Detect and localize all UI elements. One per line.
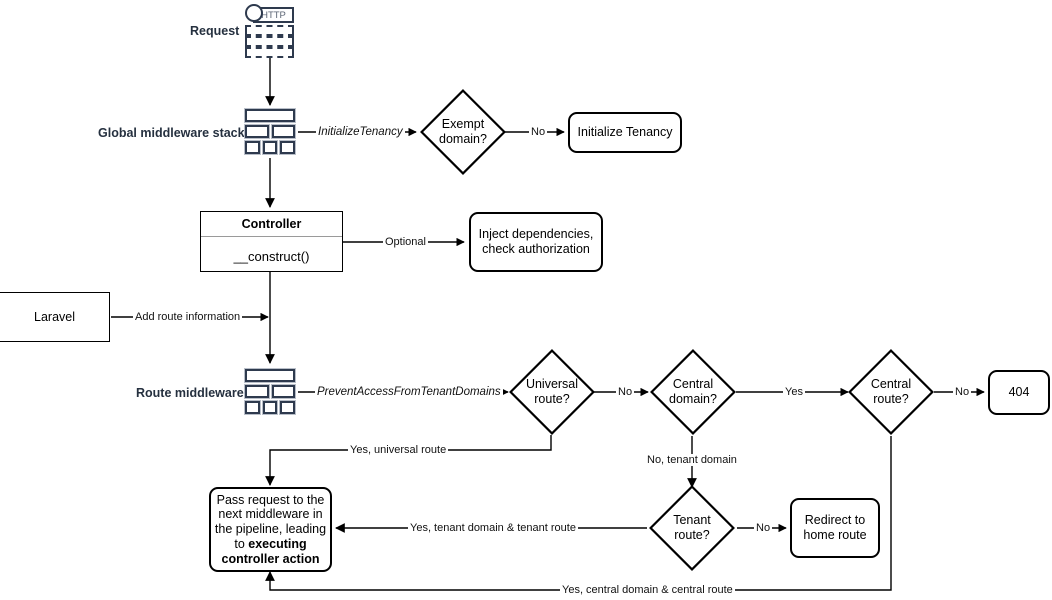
stack-cell (244, 368, 296, 383)
decision-universal-route[interactable]: Universal route? (509, 349, 595, 435)
node-inject-dependencies-line-1: Inject dependencies, (478, 227, 594, 242)
label-line: Exempt (441, 117, 485, 132)
label-line: Tenant (673, 513, 711, 528)
node-initialize-tenancy[interactable]: Initialize Tenancy (568, 112, 682, 153)
node-laravel-label: Laravel (34, 309, 75, 324)
edge-label-yes-central-domain-central-route: Yes, central domain & central route (560, 584, 735, 596)
diamond-shape (848, 349, 934, 435)
diamond-shape (649, 485, 735, 571)
decision-central-domain-label: Central domain? (669, 377, 717, 407)
node-initialize-tenancy-label: Initialize Tenancy (577, 125, 673, 140)
diamond-shape (420, 89, 506, 175)
edge-label-yes-universal-route: Yes, universal route (348, 444, 449, 456)
controller-construct-method: __construct() (233, 249, 310, 264)
node-pass-request-line-2: next middleware in (218, 507, 323, 522)
edge-label-no-tenant-route: No (754, 522, 773, 534)
node-pass-request-line-4-prefix: to (234, 536, 249, 551)
edge-label-initialize-tenancy: InitializeTenancy (316, 126, 405, 138)
stack-cell (244, 124, 270, 139)
node-redirect-home-route[interactable]: Redirect to home route (790, 498, 880, 558)
http-body-row-3 (245, 47, 294, 58)
stack-cell (261, 400, 279, 415)
node-404[interactable]: 404 (988, 370, 1050, 415)
caption-global-middleware-stack: Global middleware stack (98, 126, 245, 140)
stack-cell (279, 140, 297, 155)
stack-cell (244, 400, 261, 415)
decision-universal-route-label: Universal route? (526, 377, 578, 407)
node-inject-dependencies-line-2: check authorization (482, 242, 590, 256)
stack-cell (279, 400, 297, 415)
stack-row-bottom (244, 400, 297, 415)
edge-label-no-tenant-domain: No, tenant domain (645, 454, 739, 466)
stack-row-bottom (244, 140, 297, 155)
label-line: route? (873, 392, 909, 406)
edge-label-add-route-information: Add route information (133, 311, 243, 323)
node-404-label: 404 (1008, 385, 1030, 400)
label-line: Central (672, 377, 714, 392)
stack-row-middle (244, 384, 296, 399)
stack-cell (244, 140, 261, 155)
label-line: domain? (439, 132, 487, 146)
node-pass-request[interactable]: Pass request to the next middleware in t… (209, 487, 332, 572)
label-line: domain? (669, 392, 717, 406)
label-line: route? (534, 392, 570, 406)
http-label-box: HTTP (253, 7, 294, 23)
stack-row-middle (244, 124, 296, 139)
stack-cell (244, 108, 296, 123)
caption-route-middleware: Route middleware (136, 386, 244, 400)
decision-central-route[interactable]: Central route? (848, 349, 934, 435)
decision-central-domain[interactable]: Central domain? (650, 349, 736, 435)
edge-label-no-central-route: No (953, 386, 972, 398)
decision-exempt-domain[interactable]: Exempt domain? (420, 89, 506, 175)
node-laravel[interactable]: Laravel (0, 292, 110, 342)
decision-central-route-label: Central route? (871, 377, 911, 407)
edge-label-no-exempt-domain: No (529, 126, 548, 138)
route-middleware-stack-icon (244, 368, 297, 417)
label-line: Central (870, 377, 912, 392)
http-body-row-2 (245, 36, 294, 47)
http-request-icon: HTTP (245, 4, 297, 58)
diamond-shape (650, 349, 736, 435)
stack-row-top (244, 108, 296, 123)
node-pass-request-bold-2: controller action (221, 551, 320, 566)
http-body-row-1 (245, 25, 294, 36)
edge-label-yes-tenant-domain-tenant-route: Yes, tenant domain & tenant route (408, 522, 578, 534)
label-line: Universal (525, 377, 579, 392)
node-redirect-home-route-line-2: home route (803, 528, 867, 542)
node-controller[interactable]: Controller __construct() (200, 211, 343, 272)
stack-cell (270, 124, 296, 139)
node-inject-dependencies[interactable]: Inject dependencies, check authorization (469, 212, 603, 272)
stack-row-top (244, 368, 296, 383)
decision-tenant-route-label: Tenant route? (673, 513, 711, 543)
caption-request: Request (190, 24, 240, 38)
node-redirect-home-route-line-1: Redirect to (804, 513, 866, 528)
node-pass-request-bold-1: executing (248, 536, 307, 551)
stack-cell (270, 384, 296, 399)
edge-label-prevent-access-from-tenant-domains: PreventAccessFromTenantDomains (315, 386, 503, 398)
decision-tenant-route[interactable]: Tenant route? (649, 485, 735, 571)
edge-label-yes-central-domain: Yes (783, 386, 805, 398)
label-line: route? (674, 528, 710, 542)
http-circle-icon (245, 4, 263, 22)
decision-exempt-domain-label: Exempt domain? (439, 117, 487, 147)
edge-label-no-universal-route: No (616, 386, 635, 398)
edge-label-optional: Optional (383, 236, 428, 248)
node-pass-request-line-3: the pipeline, leading (214, 522, 327, 537)
global-middleware-stack-icon (244, 108, 297, 157)
node-pass-request-line-1: Pass request to the (216, 492, 325, 507)
node-pass-request-line-4: to executing (234, 537, 306, 552)
controller-title: Controller (201, 212, 342, 237)
diamond-shape (509, 349, 595, 435)
stack-cell (244, 384, 270, 399)
stack-cell (261, 140, 279, 155)
